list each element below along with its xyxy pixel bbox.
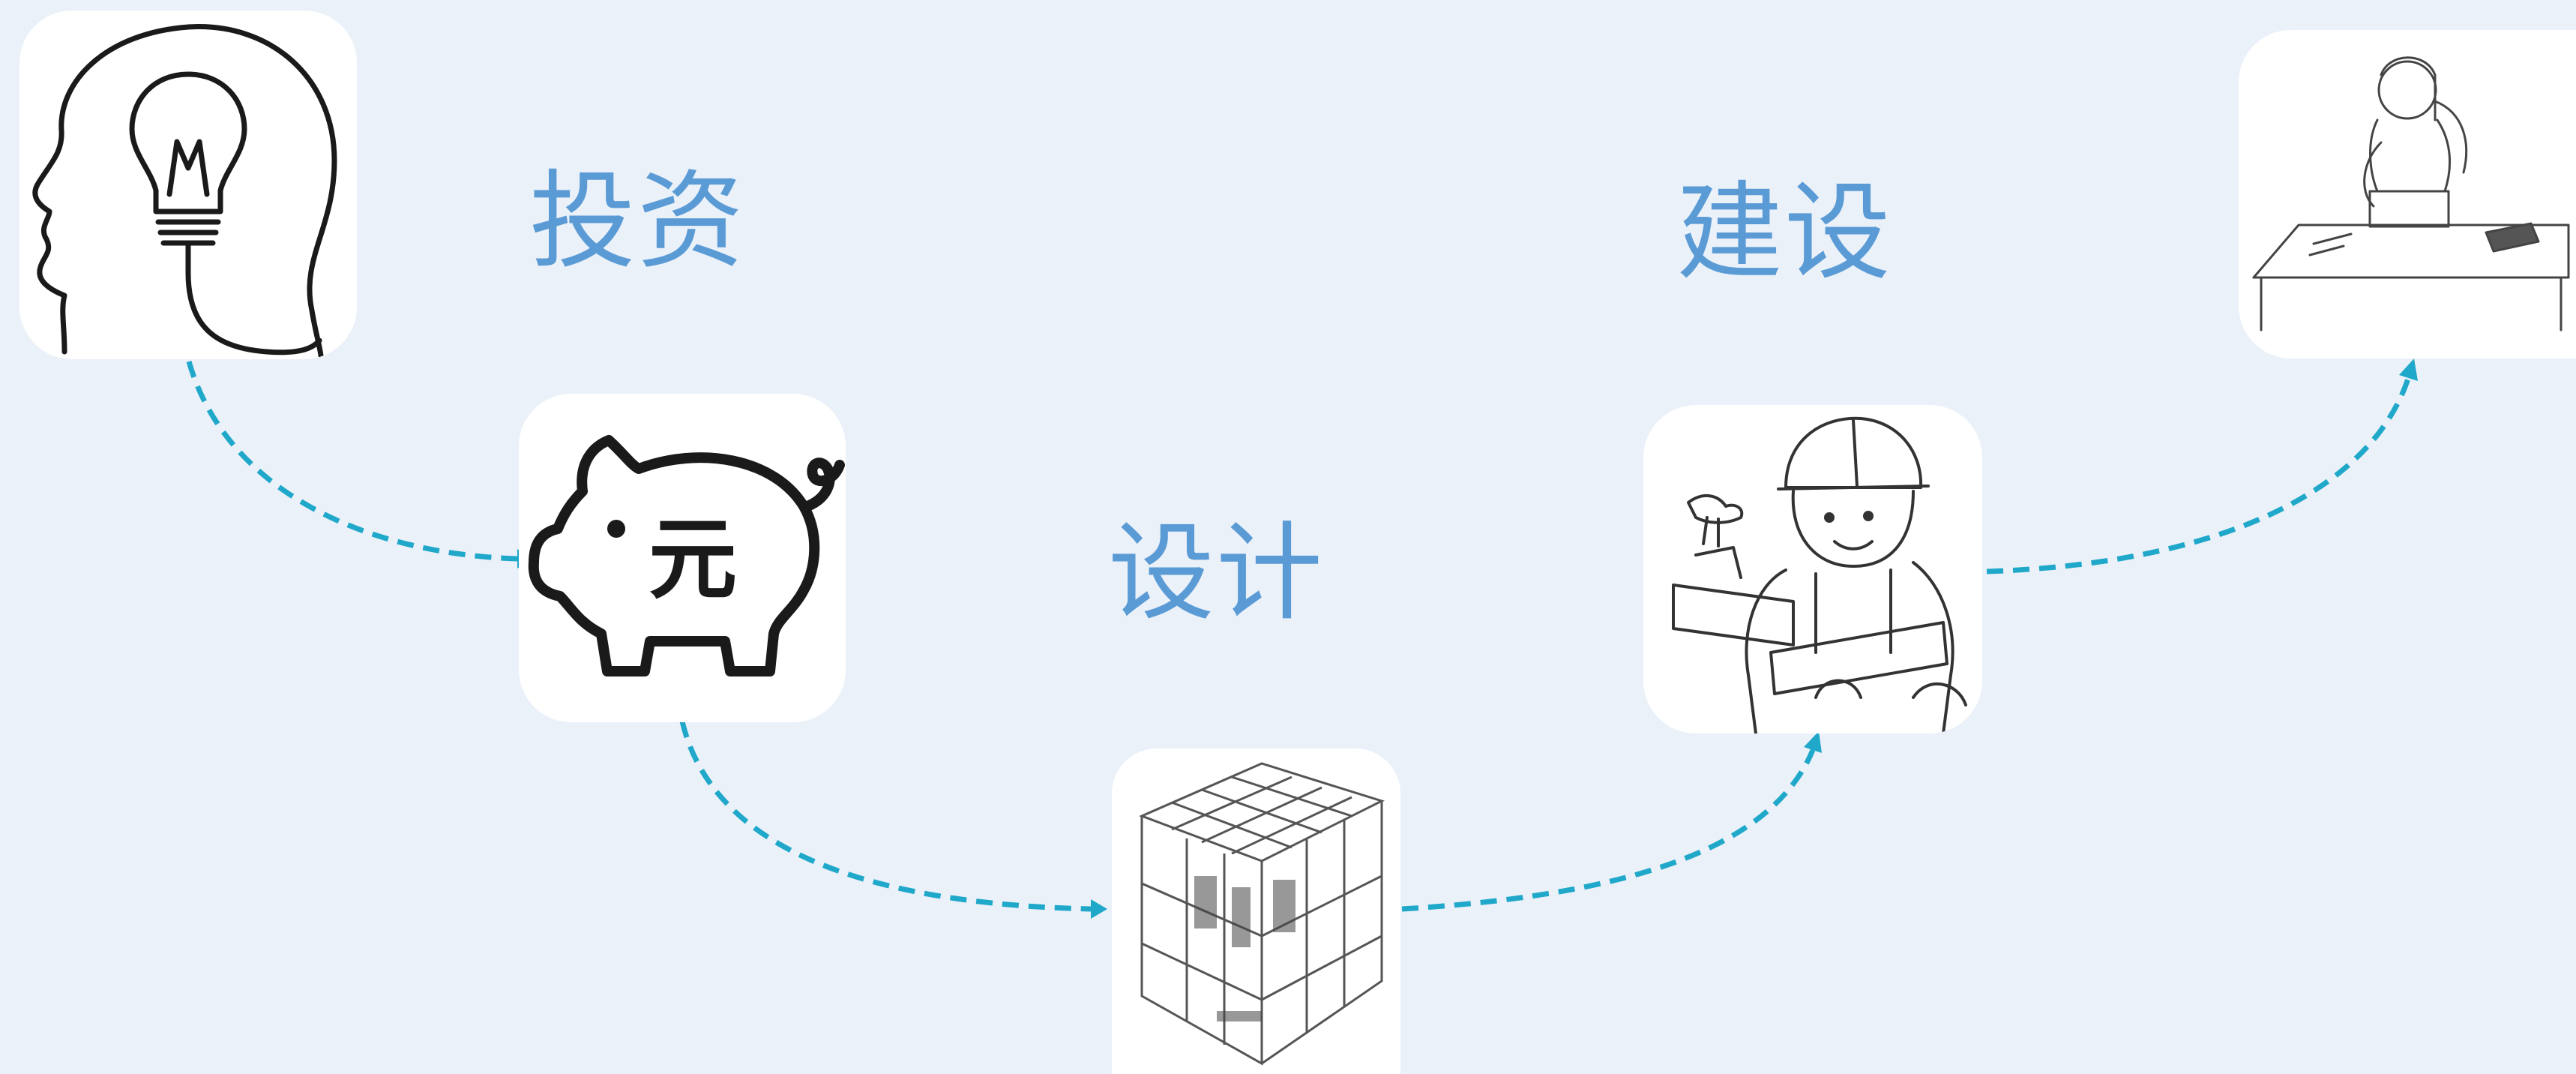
head-lightbulb-icon [32, 24, 337, 358]
building-sketch-icon [1139, 762, 1385, 1066]
label-construction: 建设 [1676, 171, 1892, 295]
arrow-design-to-construction [1401, 748, 1816, 912]
step-card-construction [1643, 405, 1982, 734]
arrowhead-construction [1804, 731, 1822, 753]
office-worker-desk-icon [2252, 56, 2570, 332]
arrow-idea-to-investment [186, 361, 518, 562]
step-card-investment: 元 [519, 394, 846, 722]
step-card-operation [2239, 30, 2576, 358]
arrow-construction-to-operation [1986, 377, 2411, 574]
arrowhead-operation [2399, 358, 2418, 381]
construction-worker-icon [1672, 416, 1967, 734]
arrow-investment-to-design [679, 721, 1092, 912]
step-card-idea [19, 10, 357, 359]
step-card-design [1112, 748, 1400, 1074]
label-investment: 投资 [529, 160, 745, 284]
arrowhead-design [1091, 899, 1107, 919]
label-design: 设计 [1108, 512, 1324, 635]
piggy-bank-yuan-icon: 元 [528, 435, 845, 676]
svg-text:元: 元 [648, 508, 737, 611]
